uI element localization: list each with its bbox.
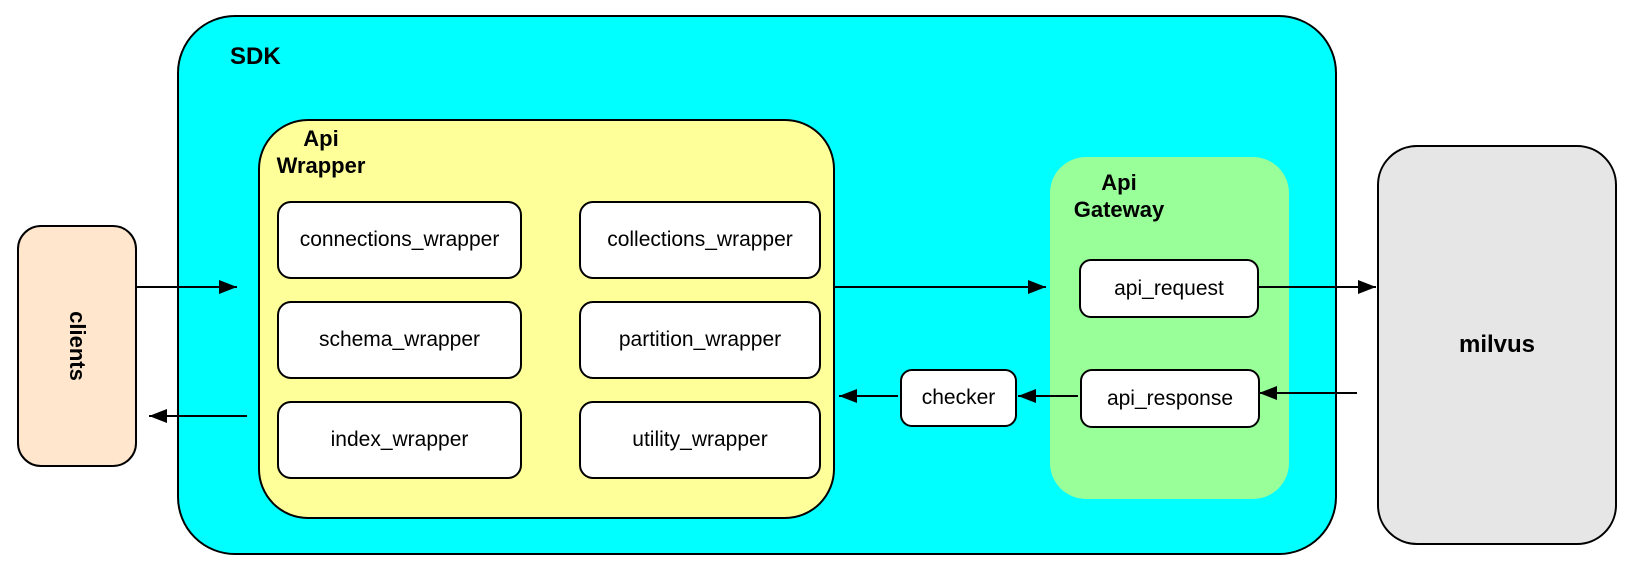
collections-wrapper-node: collections_wrapper: [579, 201, 821, 279]
schema-wrapper-label: schema_wrapper: [318, 328, 481, 351]
connections-wrapper-node: connections_wrapper: [277, 201, 522, 279]
collections-wrapper-label: collections_wrapper: [607, 228, 793, 251]
api-response-node: api_response: [1080, 369, 1260, 428]
milvus-label: milvus: [1458, 331, 1536, 358]
index-wrapper-node: index_wrapper: [277, 401, 522, 479]
api-wrapper-label-line1: Api: [303, 126, 339, 151]
partition-wrapper-label: partition_wrapper: [618, 328, 782, 351]
api-wrapper-label-line2: Wrapper: [276, 153, 366, 178]
api-gateway-container: Api Gateway api_request api_response: [1050, 157, 1289, 499]
api-wrapper-label: Api Wrapper: [261, 125, 381, 179]
index-wrapper-label: index_wrapper: [330, 428, 469, 451]
utility-wrapper-label: utility_wrapper: [632, 428, 768, 451]
api-gateway-label-line2: Gateway: [1073, 197, 1165, 222]
utility-wrapper-node: utility_wrapper: [579, 401, 821, 479]
api-wrapper-container: Api Wrapper connections_wrapper collecti…: [258, 119, 835, 519]
checker-label: checker: [921, 386, 996, 409]
api-gateway-label: Api Gateway: [1059, 169, 1179, 223]
clients-node: clients: [17, 225, 137, 467]
clients-label: clients: [64, 311, 90, 381]
api-gateway-label-line1: Api: [1101, 170, 1137, 195]
checker-node: checker: [900, 369, 1017, 427]
api-request-label: api_request: [1114, 276, 1224, 300]
milvus-node: milvus: [1377, 145, 1617, 545]
api-response-label: api_response: [1106, 386, 1234, 410]
partition-wrapper-node: partition_wrapper: [579, 301, 821, 379]
sdk-label: SDK: [230, 43, 281, 70]
api-request-node: api_request: [1079, 259, 1259, 318]
schema-wrapper-node: schema_wrapper: [277, 301, 522, 379]
connections-wrapper-label: connections_wrapper: [299, 228, 500, 251]
sdk-container: SDK Api Wrapper connections_wrapper coll…: [177, 15, 1337, 555]
